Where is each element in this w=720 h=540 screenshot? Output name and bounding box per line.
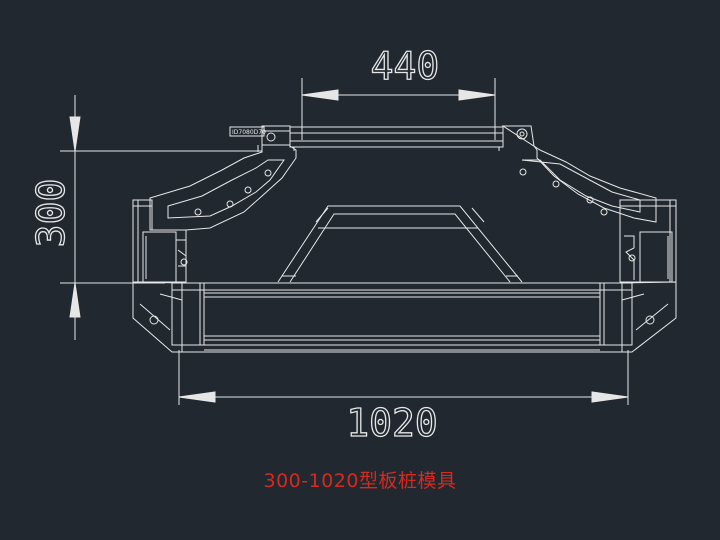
right-corner-lug xyxy=(621,281,677,353)
pile-profile xyxy=(277,205,523,283)
bottom-beam xyxy=(171,282,633,353)
left-corner-lug xyxy=(132,281,183,353)
right-frame xyxy=(619,199,677,283)
dimension-top xyxy=(301,78,496,140)
dimension-top-label: 440 xyxy=(371,44,440,88)
small-label: ID7080D70 xyxy=(232,129,266,136)
left-arm xyxy=(149,125,297,231)
dimension-bottom xyxy=(178,350,629,405)
left-frame xyxy=(132,199,188,283)
top-rail xyxy=(229,126,504,151)
right-arm xyxy=(501,125,657,223)
dimension-bottom-label: 1020 xyxy=(346,401,438,445)
dimension-left-label: 300 xyxy=(29,179,73,248)
dimension-left xyxy=(60,95,262,340)
drawing-caption: 300-1020型板桩模具 xyxy=(263,470,457,492)
